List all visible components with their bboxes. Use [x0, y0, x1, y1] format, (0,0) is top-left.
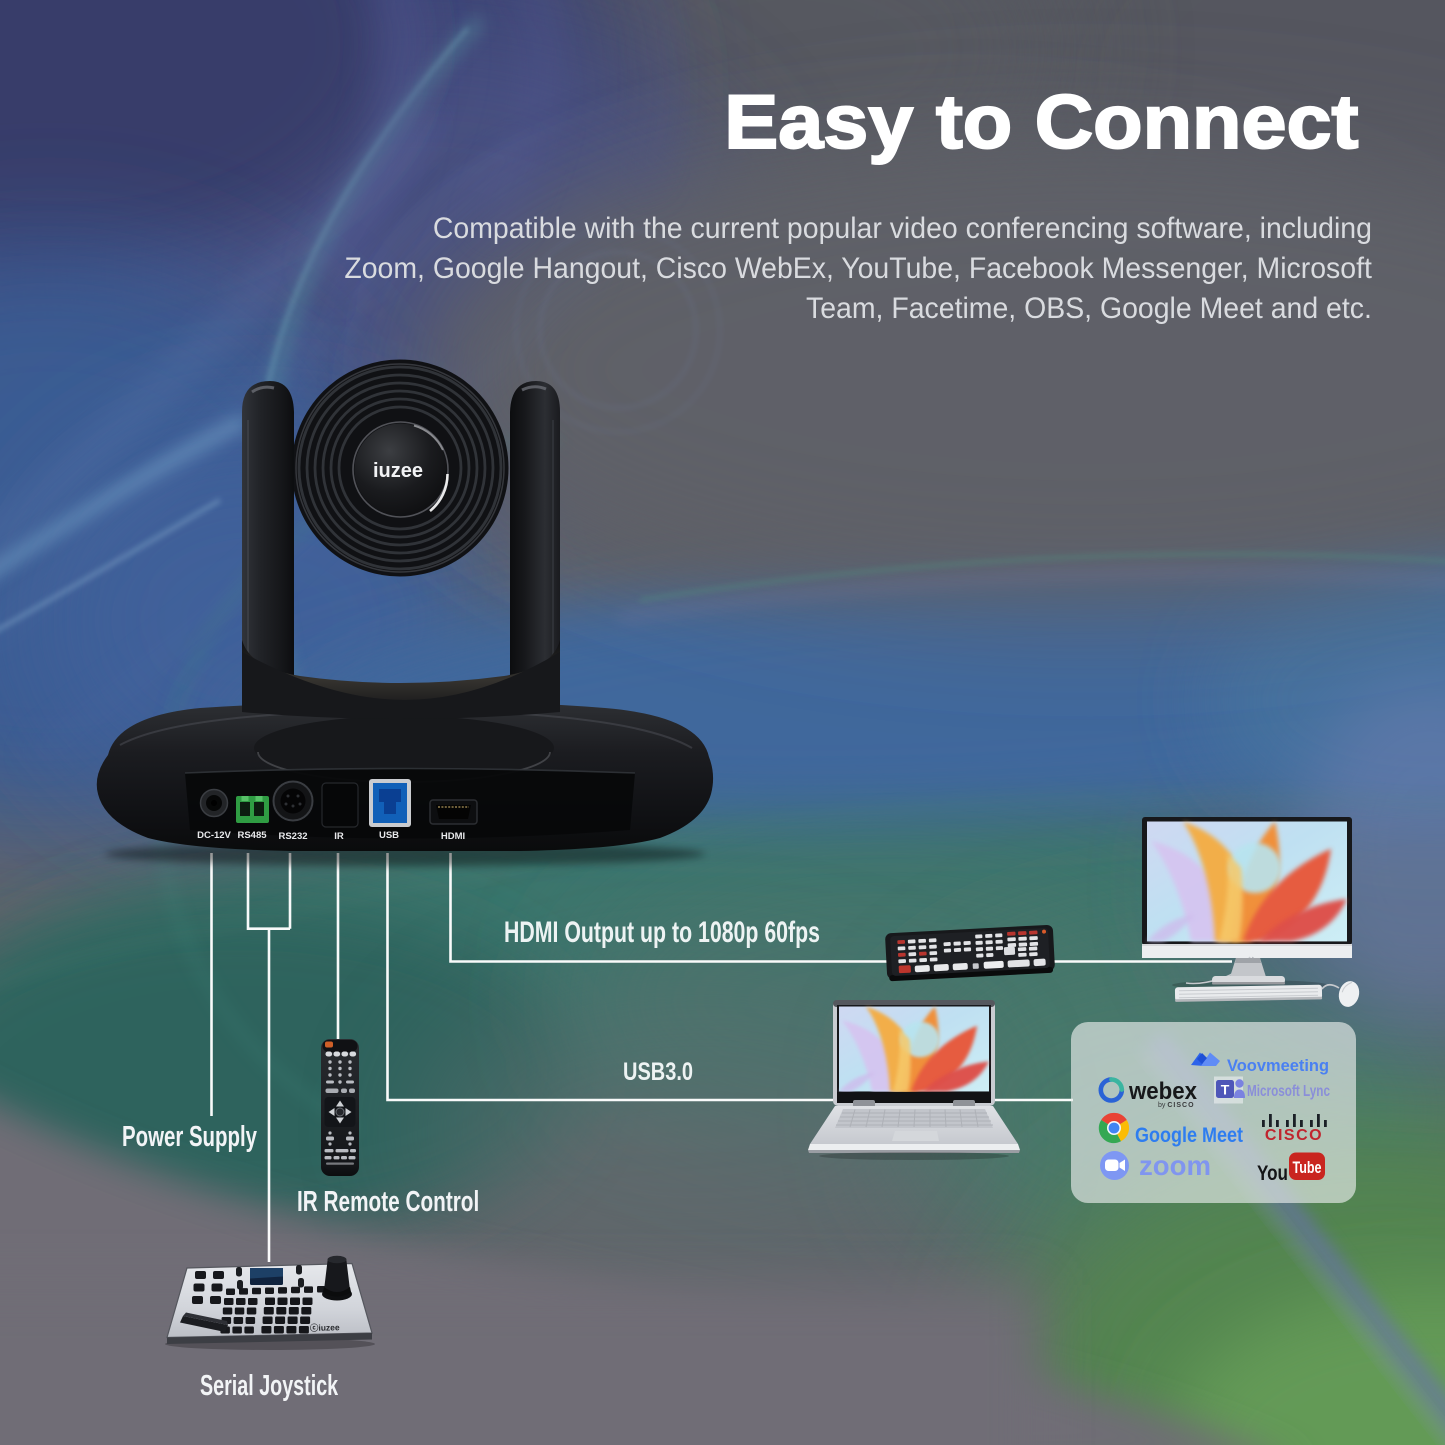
- svg-text:iuzee: iuzee: [373, 460, 423, 482]
- svg-text:ⓒiuzee: ⓒiuzee: [310, 1322, 340, 1333]
- svg-text:RS485: RS485: [237, 830, 267, 841]
- svg-text:Voovmeeting: Voovmeeting: [1227, 1056, 1329, 1075]
- svg-text:Microsoft Lync: Microsoft Lync: [1247, 1083, 1330, 1100]
- svg-text:RS232: RS232: [278, 831, 307, 842]
- svg-text:CISCO: CISCO: [1265, 1127, 1323, 1144]
- svg-text:webex: webex: [1128, 1078, 1198, 1105]
- svg-text:HDMI: HDMI: [441, 831, 465, 842]
- svg-text:USB: USB: [379, 830, 399, 841]
- svg-text:by CISCO: by CISCO: [1158, 1102, 1195, 1109]
- svg-text:zoom: zoom: [1139, 1150, 1211, 1181]
- svg-text:T: T: [1221, 1082, 1230, 1098]
- svg-text:Google Meet: Google Meet: [1135, 1124, 1243, 1147]
- svg-text:Tube: Tube: [1293, 1158, 1322, 1177]
- svg-text:IR: IR: [334, 831, 344, 842]
- svg-text:DC-12V: DC-12V: [197, 830, 231, 841]
- svg-text:You: You: [1257, 1162, 1288, 1185]
